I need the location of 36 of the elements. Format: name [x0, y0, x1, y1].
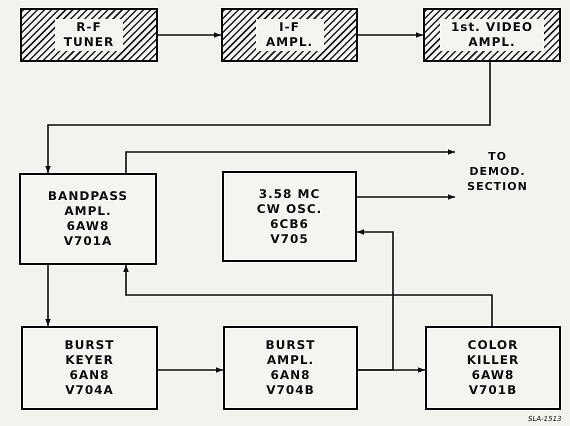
tube-label: 6CB6	[269, 216, 310, 232]
tube-label: 6AW8	[66, 219, 110, 234]
arrow	[357, 229, 394, 371]
tube-label: V705	[269, 232, 310, 246]
block-box	[21, 326, 158, 410]
arrow	[45, 62, 491, 173]
block-label: R-F TUNER	[55, 19, 123, 51]
arrow	[123, 265, 493, 326]
arrow	[357, 194, 455, 200]
tube-label: 6AN8	[68, 368, 111, 383]
arrow	[158, 367, 223, 373]
block-box	[425, 326, 561, 410]
tube-label: V701B	[468, 383, 518, 398]
tube-label: V704B	[265, 383, 316, 398]
block-label: COLOR KILLER	[466, 338, 520, 368]
block-label: BURST AMPL.	[264, 338, 316, 368]
block-label: 3.58 MC CW OSC.	[256, 186, 324, 216]
tube-label: 6AN8	[269, 368, 312, 383]
arrow	[158, 32, 221, 38]
tube-label: V704A	[64, 383, 115, 398]
hatched-block	[423, 8, 561, 62]
tube-label: 6AW8	[470, 368, 516, 383]
block-label: BURST KEYER	[64, 338, 116, 368]
block-label: BANDPASS AMPL.	[46, 189, 130, 219]
hatched-block	[20, 8, 158, 62]
block-box	[223, 326, 358, 410]
block-box	[19, 173, 157, 265]
arrow	[125, 149, 455, 173]
arrow	[358, 32, 423, 38]
hatched-block	[221, 8, 358, 62]
block-label: TO DEMOD. SECTION	[466, 148, 529, 194]
tube-label: V701A	[62, 234, 114, 249]
block-label: I-F AMPL.	[256, 19, 324, 51]
block-box	[222, 171, 357, 262]
block-label: 1st. VIDEO AMPL.	[440, 19, 544, 51]
arrow	[45, 265, 51, 326]
